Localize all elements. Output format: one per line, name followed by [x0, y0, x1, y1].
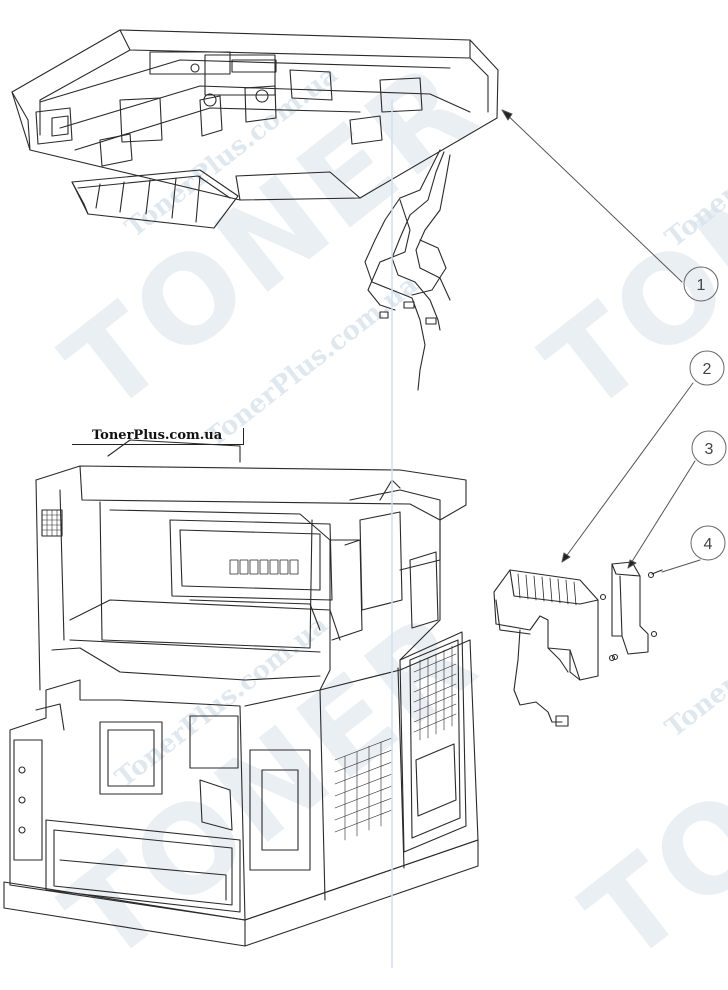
callout-number-3: 3 [705, 441, 714, 458]
callout-circle-2 [689, 350, 725, 386]
part-3-bracket [611, 561, 649, 655]
callout-circle-1 [683, 266, 719, 302]
callout-number-2: 2 [703, 361, 712, 378]
exploded-parts-diagram: TONER TONER TONER TONER TonerPlus.com.ua… [3, 29, 728, 990]
source-label-underline [72, 444, 244, 445]
scanner-assembly [11, 29, 499, 391]
callout-circle-3 [691, 430, 727, 466]
callout-circle-4 [690, 525, 726, 561]
leader-lines [501, 109, 701, 573]
line-art: 1 2 3 4 [3, 29, 727, 968]
callout-number-1: 1 [697, 277, 706, 294]
printer-body [3, 439, 479, 947]
callouts [683, 266, 727, 561]
part-4-screws [611, 569, 663, 661]
source-label-tick [243, 428, 244, 444]
source-label: TonerPlus.com.ua [92, 428, 223, 443]
part-2-unit [493, 569, 616, 727]
callout-number-4: 4 [704, 536, 713, 553]
